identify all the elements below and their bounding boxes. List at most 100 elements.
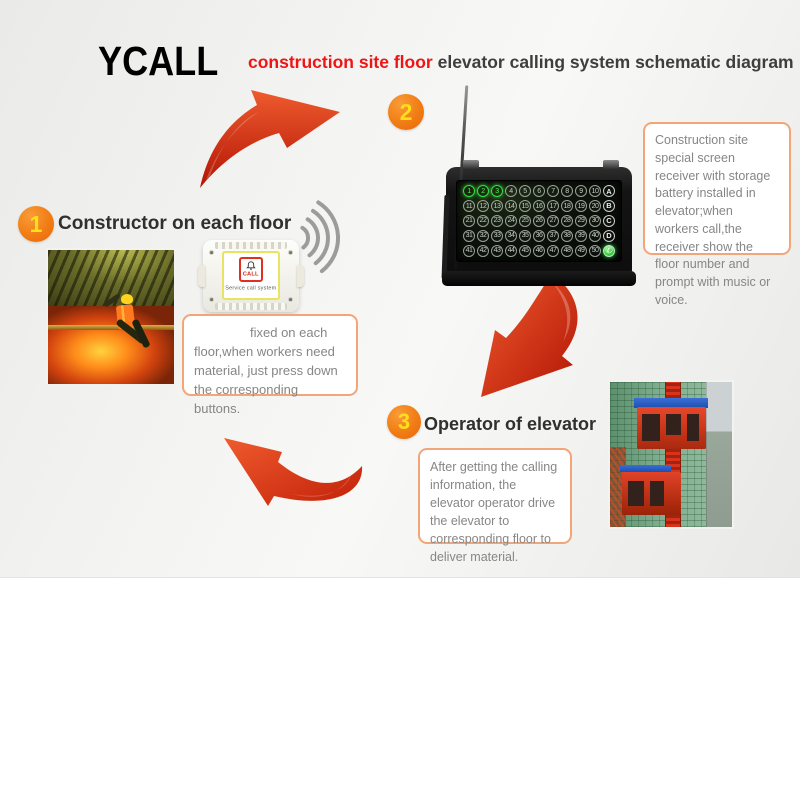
receiver-button-27: 27: [547, 214, 559, 227]
receiver-button-D: D: [603, 229, 615, 242]
flow-arrow-2: [481, 274, 578, 397]
step-2-note: Construction site special screen receive…: [643, 122, 791, 307]
receiver-button-4: 4: [505, 185, 517, 198]
wifi-signal-icon: [300, 200, 341, 274]
construction-workers-photo: [46, 248, 176, 386]
receiver-button-7: 7: [547, 185, 559, 198]
receiver-button-29: 29: [575, 214, 587, 227]
step-3-note-text: After getting the calling information, t…: [430, 460, 558, 564]
receiver-button-14: 14: [505, 200, 517, 213]
receiver-button-12: 12: [477, 200, 489, 213]
receiver-button-45: 45: [519, 244, 531, 257]
device-tab: [297, 265, 304, 287]
receiver-button-28: 28: [561, 214, 573, 227]
worker-helmet: [121, 294, 134, 305]
plank: [48, 325, 174, 331]
receiver-button-26: 26: [533, 214, 545, 227]
receiver-button-22: 22: [477, 214, 489, 227]
receiver-button-42: 42: [477, 244, 489, 257]
cabin-window: [650, 480, 665, 506]
receiver-button-47: 47: [547, 244, 559, 257]
receiver-button-2: 2: [477, 185, 489, 198]
receiver-button-38: 38: [561, 229, 573, 242]
receiver-button-50: 50: [589, 244, 601, 257]
step-1-note: fixed on each floor,when workers need ma…: [182, 314, 358, 416]
diagram-canvas: YCALL construction site floor elevator c…: [0, 0, 800, 578]
receiver-button-48: 48: [561, 244, 573, 257]
receiver-button-8: 8: [561, 185, 573, 198]
page-title: construction site floor elevator calling…: [248, 52, 794, 73]
flow-arrow-3: [224, 438, 363, 506]
step-1-badge: 1: [18, 206, 54, 242]
hoist-lower-cabin: [622, 471, 681, 516]
receiver-button-25: 25: [519, 214, 531, 227]
screw: [209, 297, 214, 302]
receiver-button-16: 16: [533, 200, 545, 213]
receiver-button-40: 40: [589, 229, 601, 242]
receiver-button-10: 10: [589, 185, 601, 198]
receiver-button-37: 37: [547, 229, 559, 242]
receiver-button-30: 30: [589, 214, 601, 227]
receiver-clip: [463, 160, 479, 169]
receiver-button-49: 49: [575, 244, 587, 257]
construction-elevator-photo: [608, 380, 734, 529]
screw: [288, 250, 293, 255]
receiver-button-41: 41: [463, 244, 475, 257]
receiver-button-5: 5: [519, 185, 531, 198]
receiver-button-17: 17: [547, 200, 559, 213]
cabin-window: [666, 414, 682, 436]
device-caption: Service call system: [225, 285, 277, 292]
cabin-window: [686, 414, 700, 442]
step-3-heading: Operator of elevator: [424, 414, 597, 434]
receiver-button-19: 19: [575, 200, 587, 213]
cabin-window: [628, 480, 645, 506]
cabin-window: [642, 414, 661, 442]
flow-arrows: [200, 90, 578, 506]
receiver-button-23: 23: [491, 214, 503, 227]
wireless-call-button-device: CALL Service call system: [198, 240, 304, 312]
receiver-power-button: ✆: [603, 244, 615, 257]
step-1-note-text: fixed on each floor,when workers need ma…: [194, 325, 338, 416]
receiver-button-3: 3: [491, 185, 503, 198]
step-2-note-text: Construction site special screen receive…: [655, 133, 771, 307]
hoist-upper-cabin: [636, 406, 707, 449]
receiver-button-A: A: [603, 185, 615, 198]
receiver-button-13: 13: [491, 200, 503, 213]
receiver-button-6: 6: [533, 185, 545, 198]
device-tab: [198, 265, 205, 287]
receiver-clip: [603, 160, 619, 169]
screw: [209, 250, 214, 255]
flow-arrow-1: [200, 90, 340, 188]
step-2-badge: 2: [388, 94, 424, 130]
receiver-button-20: 20: [589, 200, 601, 213]
screw: [288, 297, 293, 302]
receiver-button-B: B: [603, 200, 615, 213]
receiver-button-1: 1: [463, 185, 475, 198]
receiver-button-11: 11: [463, 200, 475, 213]
receiver-button-44: 44: [505, 244, 517, 257]
receiver-button-36: 36: [533, 229, 545, 242]
receiver-button-43: 43: [491, 244, 503, 257]
call-button-label: CALL: [243, 271, 259, 278]
brand-logo: YCALL: [98, 38, 219, 84]
receiver-button-39: 39: [575, 229, 587, 242]
receiver-button-32: 32: [477, 229, 489, 242]
call-button: CALL: [239, 257, 263, 282]
receiver-button-15: 15: [519, 200, 531, 213]
step-1-heading: Constructor on each floor: [58, 213, 292, 234]
fire-glow: [48, 306, 174, 384]
receiver-button-21: 21: [463, 214, 475, 227]
receiver-base: [442, 271, 636, 286]
title-highlight: construction site floor: [248, 52, 433, 72]
receiver-button-33: 33: [491, 229, 503, 242]
receiver-button-34: 34: [505, 229, 517, 242]
receiver-button-31: 31: [463, 229, 475, 242]
receiver-button-35: 35: [519, 229, 531, 242]
step-3-note: After getting the calling information, t…: [418, 448, 572, 564]
hoist-lower-beam: [619, 464, 671, 472]
receiver-button-24: 24: [505, 214, 517, 227]
title-rest: elevator calling system schematic diagra…: [437, 52, 794, 72]
receiver-button-C: C: [603, 214, 615, 227]
